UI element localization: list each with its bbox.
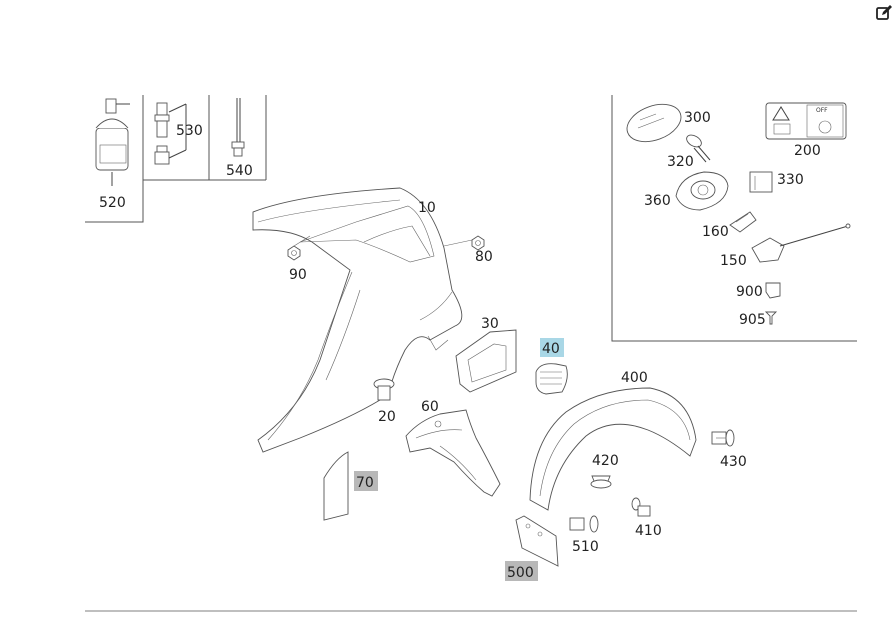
part-70-protective-film[interactable] [323, 451, 349, 521]
callout-150[interactable]: 150 [720, 253, 747, 269]
part-20-grommet[interactable] [373, 378, 395, 401]
callout-360[interactable]: 360 [644, 193, 671, 209]
part-30-bracket[interactable] [455, 329, 517, 393]
part-420-nut[interactable] [590, 475, 612, 489]
part-150-actuator[interactable] [751, 223, 851, 263]
part-510-clip[interactable] [569, 515, 599, 533]
svg-text:540: 540 [226, 163, 253, 179]
svg-text:20: 20 [378, 409, 396, 425]
part-400-wheel-arch-liner[interactable] [529, 387, 697, 511]
svg-text:60: 60 [421, 399, 439, 415]
callout-30[interactable]: 30 [481, 316, 499, 332]
callout-320[interactable]: 320 [667, 154, 694, 170]
part-900-cap[interactable] [765, 282, 781, 299]
edit-icon[interactable] [875, 4, 893, 22]
callout-410[interactable]: 410 [635, 523, 662, 539]
part-200-label[interactable]: OFF [765, 102, 847, 140]
callout-60[interactable]: 60 [421, 399, 439, 415]
callout-300[interactable]: 300 [684, 110, 711, 126]
part-520-sealant-bottle[interactable] [95, 98, 130, 186]
svg-text:500: 500 [507, 565, 534, 581]
part-160-bracket[interactable] [729, 211, 757, 233]
part-410-clip[interactable] [631, 497, 651, 517]
part-360-housing[interactable] [675, 171, 729, 211]
svg-text:320: 320 [667, 154, 694, 170]
callout-500-highlighted[interactable]: 500 [505, 561, 538, 581]
svg-text:150: 150 [720, 253, 747, 269]
callout-40-highlighted[interactable]: 40 [540, 338, 564, 357]
part-905-pin[interactable] [764, 311, 778, 325]
callout-160[interactable]: 160 [702, 224, 729, 240]
part-500-mud-flap[interactable] [515, 515, 559, 567]
svg-text:420: 420 [592, 453, 619, 469]
callout-400[interactable]: 400 [621, 370, 648, 386]
svg-text:400: 400 [621, 370, 648, 386]
callout-420[interactable]: 420 [592, 453, 619, 469]
svg-text:70: 70 [356, 475, 374, 491]
part-90-nut[interactable] [287, 235, 311, 261]
callout-540[interactable]: 540 [226, 163, 253, 179]
callout-80[interactable]: 80 [475, 249, 493, 265]
callout-530[interactable]: 530 [176, 123, 203, 139]
inset-frame-fasteners [85, 95, 267, 223]
part-430-clip[interactable] [711, 429, 735, 447]
svg-text:90: 90 [289, 267, 307, 283]
inset-frame-fuel-flap [611, 95, 857, 342]
svg-text:80: 80 [475, 249, 493, 265]
callout-430[interactable]: 430 [720, 454, 747, 470]
svg-text:30: 30 [481, 316, 499, 332]
svg-text:520: 520 [99, 195, 126, 211]
svg-text:330: 330 [777, 172, 804, 188]
part-300-fuel-flap[interactable] [622, 97, 686, 148]
svg-text:530: 530 [176, 123, 203, 139]
svg-text:160: 160 [702, 224, 729, 240]
svg-text:430: 430 [720, 454, 747, 470]
svg-text:905: 905 [739, 312, 766, 328]
svg-text:510: 510 [572, 539, 599, 555]
part-60-wheelhouse[interactable] [405, 409, 501, 497]
svg-text:200: 200 [794, 143, 821, 159]
svg-text:360: 360 [644, 193, 671, 209]
callout-20[interactable]: 20 [378, 409, 396, 425]
callout-510[interactable]: 510 [572, 539, 599, 555]
callout-200[interactable]: 200 [794, 143, 821, 159]
part-320-screw[interactable] [685, 133, 711, 163]
part-330-clip[interactable] [749, 171, 773, 193]
part-530-spacers[interactable] [154, 102, 187, 165]
callout-520[interactable]: 520 [99, 195, 126, 211]
part-80-nut[interactable] [443, 235, 485, 251]
part-10-side-panel[interactable] [252, 187, 463, 453]
svg-text:40: 40 [542, 341, 560, 357]
callout-90[interactable]: 90 [289, 267, 307, 283]
svg-text:300: 300 [684, 110, 711, 126]
part-40-vent-grille[interactable] [535, 363, 568, 395]
label-200-off-text: OFF [816, 107, 828, 114]
svg-text:900: 900 [736, 284, 763, 300]
svg-text:410: 410 [635, 523, 662, 539]
callout-10[interactable]: 10 [418, 200, 436, 216]
callout-330[interactable]: 330 [777, 172, 804, 188]
callout-70-highlighted[interactable]: 70 [354, 471, 378, 491]
callout-905[interactable]: 905 [739, 312, 766, 328]
callout-900[interactable]: 900 [736, 284, 763, 300]
part-540-rivet[interactable] [231, 98, 245, 157]
svg-text:10: 10 [418, 200, 436, 216]
